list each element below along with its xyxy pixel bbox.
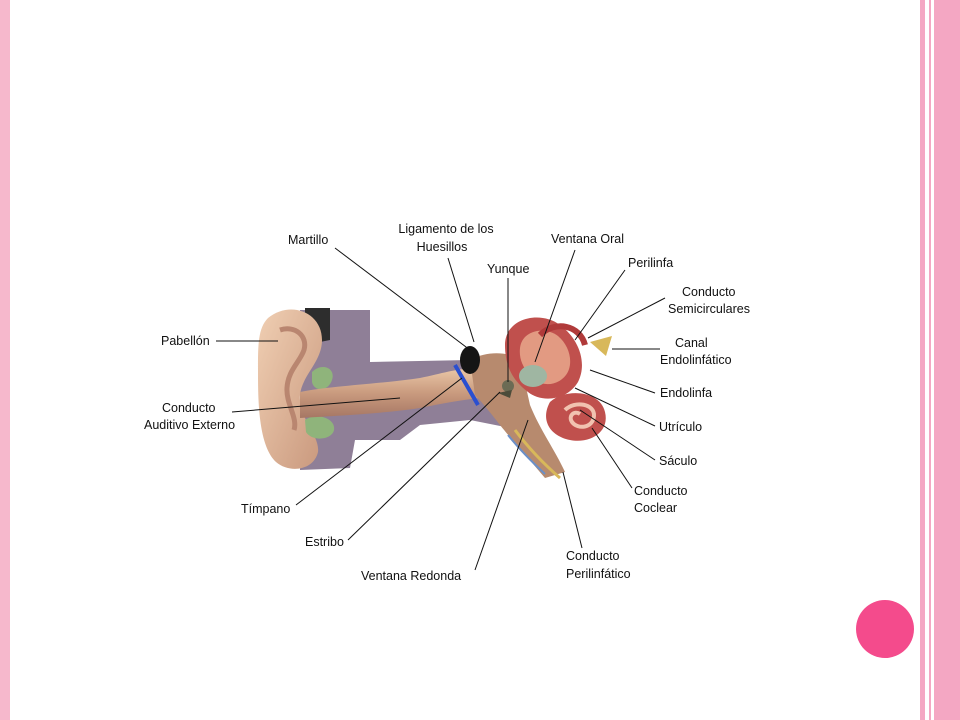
leader-timpano: [295, 377, 463, 506]
right-stripe-2: [929, 0, 931, 720]
eardrum-shape: [453, 364, 480, 406]
endolymphatic-horn: [590, 336, 612, 356]
label-conducto-semi-line1: Conducto: [682, 285, 736, 299]
hammer-shape: [460, 346, 480, 374]
leader-estribo: [347, 391, 501, 541]
leader-conducto-semi: [587, 297, 666, 339]
lower-blue-channel: [507, 434, 546, 475]
label-saculo: Sáculo: [659, 454, 697, 468]
ear-illustration: [258, 308, 612, 480]
anvil-shape: [502, 380, 514, 392]
leader-conducto-peri: [562, 471, 583, 549]
leader-utriculo: [574, 387, 656, 427]
label-pabellon: Pabellón: [161, 334, 210, 348]
leader-ligamento: [447, 257, 475, 343]
label-conducto-aud-line1: Conducto: [162, 401, 216, 415]
ear-canal: [300, 368, 480, 418]
right-stripe-1: [920, 0, 925, 720]
leader-conducto-coclear: [591, 427, 633, 489]
label-endolinfa: Endolinfa: [660, 386, 712, 400]
cochlea-shape: [546, 393, 606, 441]
label-estribo: Estribo: [305, 535, 344, 549]
label-conducto-aud-line2: Auditivo Externo: [144, 418, 235, 432]
cochlea-spiral: [563, 402, 596, 429]
label-ligamento-line2: Huesillos: [417, 240, 468, 254]
label-conducto-peri-line2: Perilinfático: [566, 567, 631, 581]
label-martillo: Martillo: [288, 233, 328, 247]
leader-martillo: [334, 247, 471, 351]
label-ventana-redonda: Ventana Redonda: [361, 569, 461, 583]
left-border-stripe: [0, 0, 10, 720]
label-conducto-coclear-line2: Coclear: [634, 501, 677, 515]
nav-circle-button[interactable]: [856, 600, 914, 658]
label-yunque: Yunque: [487, 262, 529, 276]
leader-perilinfa: [574, 269, 626, 341]
canal-top-loop: [537, 323, 588, 347]
middle-ear-region: [470, 353, 565, 478]
leader-lines: [216, 247, 666, 571]
leader-endolinfa: [589, 369, 656, 394]
cartilage-lower: [305, 416, 335, 439]
leader-saculo: [579, 409, 656, 461]
vestibule-shape: [519, 365, 547, 387]
label-ventana-oral: Ventana Oral: [551, 232, 624, 246]
leader-ventana-redonda: [474, 419, 529, 571]
diagram-labels: Martillo Ligamento de los Huesillos Yunq…: [144, 222, 750, 583]
right-stripe-3: [934, 0, 960, 720]
label-conducto-coclear-line1: Conducto: [634, 484, 688, 498]
label-ligamento-line1: Ligamento de los: [398, 222, 493, 236]
label-timpano: Tímpano: [241, 502, 290, 516]
pinna-inner-fold: [279, 326, 308, 431]
stirrup-shape: [498, 390, 512, 398]
label-canal-line2: Endolinfático: [660, 353, 732, 367]
label-utriculo: Utrículo: [659, 420, 702, 434]
right-decorative-border: [917, 0, 960, 720]
label-conducto-peri-line1: Conducto: [566, 549, 620, 563]
label-conducto-semi-line2: Semicirculares: [668, 302, 750, 316]
cartilage-upper: [312, 366, 333, 390]
leader-ventana-oral: [534, 249, 576, 363]
perilymphatic-channel: [513, 429, 561, 480]
label-perilinfa: Perilinfa: [628, 256, 673, 270]
leader-conducto-aud: [231, 397, 401, 413]
label-canal-line1: Canal: [675, 336, 708, 350]
